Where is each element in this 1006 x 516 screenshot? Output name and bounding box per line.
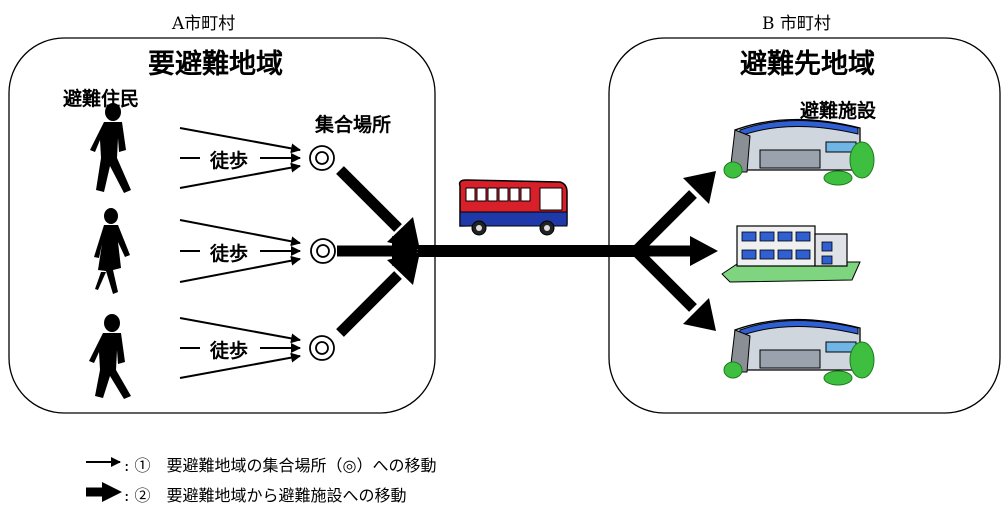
walk-label: 徒歩 [210, 150, 249, 172]
region-a-box [8, 37, 436, 414]
region-b-title: 避難先地域 [740, 49, 875, 80]
region-a-title: 要避難地域 [148, 49, 283, 80]
region-a-municipality: A市町村 [172, 14, 236, 34]
walk-label: 徒歩 [210, 243, 249, 265]
gathering-label: 集合場所 [315, 114, 392, 136]
gymnasium-icon [723, 118, 875, 186]
facility-label: 避難施設 [800, 100, 877, 122]
gymnasium-icon [723, 318, 875, 386]
legend-thick-arrow-icon [86, 482, 122, 502]
legend-item-transport: : ② 要避難地域から避難施設への移動 [124, 486, 407, 505]
region-b-municipality: B 市町村 [762, 14, 831, 34]
school-building-icon [721, 225, 861, 283]
walk-label: 徒歩 [210, 340, 249, 362]
person-icon [90, 103, 131, 193]
region-b-box [608, 37, 1001, 414]
walk-arrows-top [179, 127, 301, 189]
gathering-point-icon [309, 335, 335, 361]
legend-item-walk: : ① 要避難地域の集合場所（◎）への移動 [124, 456, 437, 475]
walk-arrows-middle [179, 219, 301, 283]
bus-icon [458, 179, 568, 236]
thick-arrows-converge [336, 166, 420, 337]
residents-label: 避難住民 [63, 88, 140, 110]
person-icon [89, 314, 131, 399]
thick-arrows-diverge [632, 171, 718, 331]
person-icon [94, 208, 130, 294]
gathering-point-icon [310, 238, 336, 264]
walk-arrows-bottom [179, 317, 301, 379]
gathering-point-icon [309, 145, 335, 171]
